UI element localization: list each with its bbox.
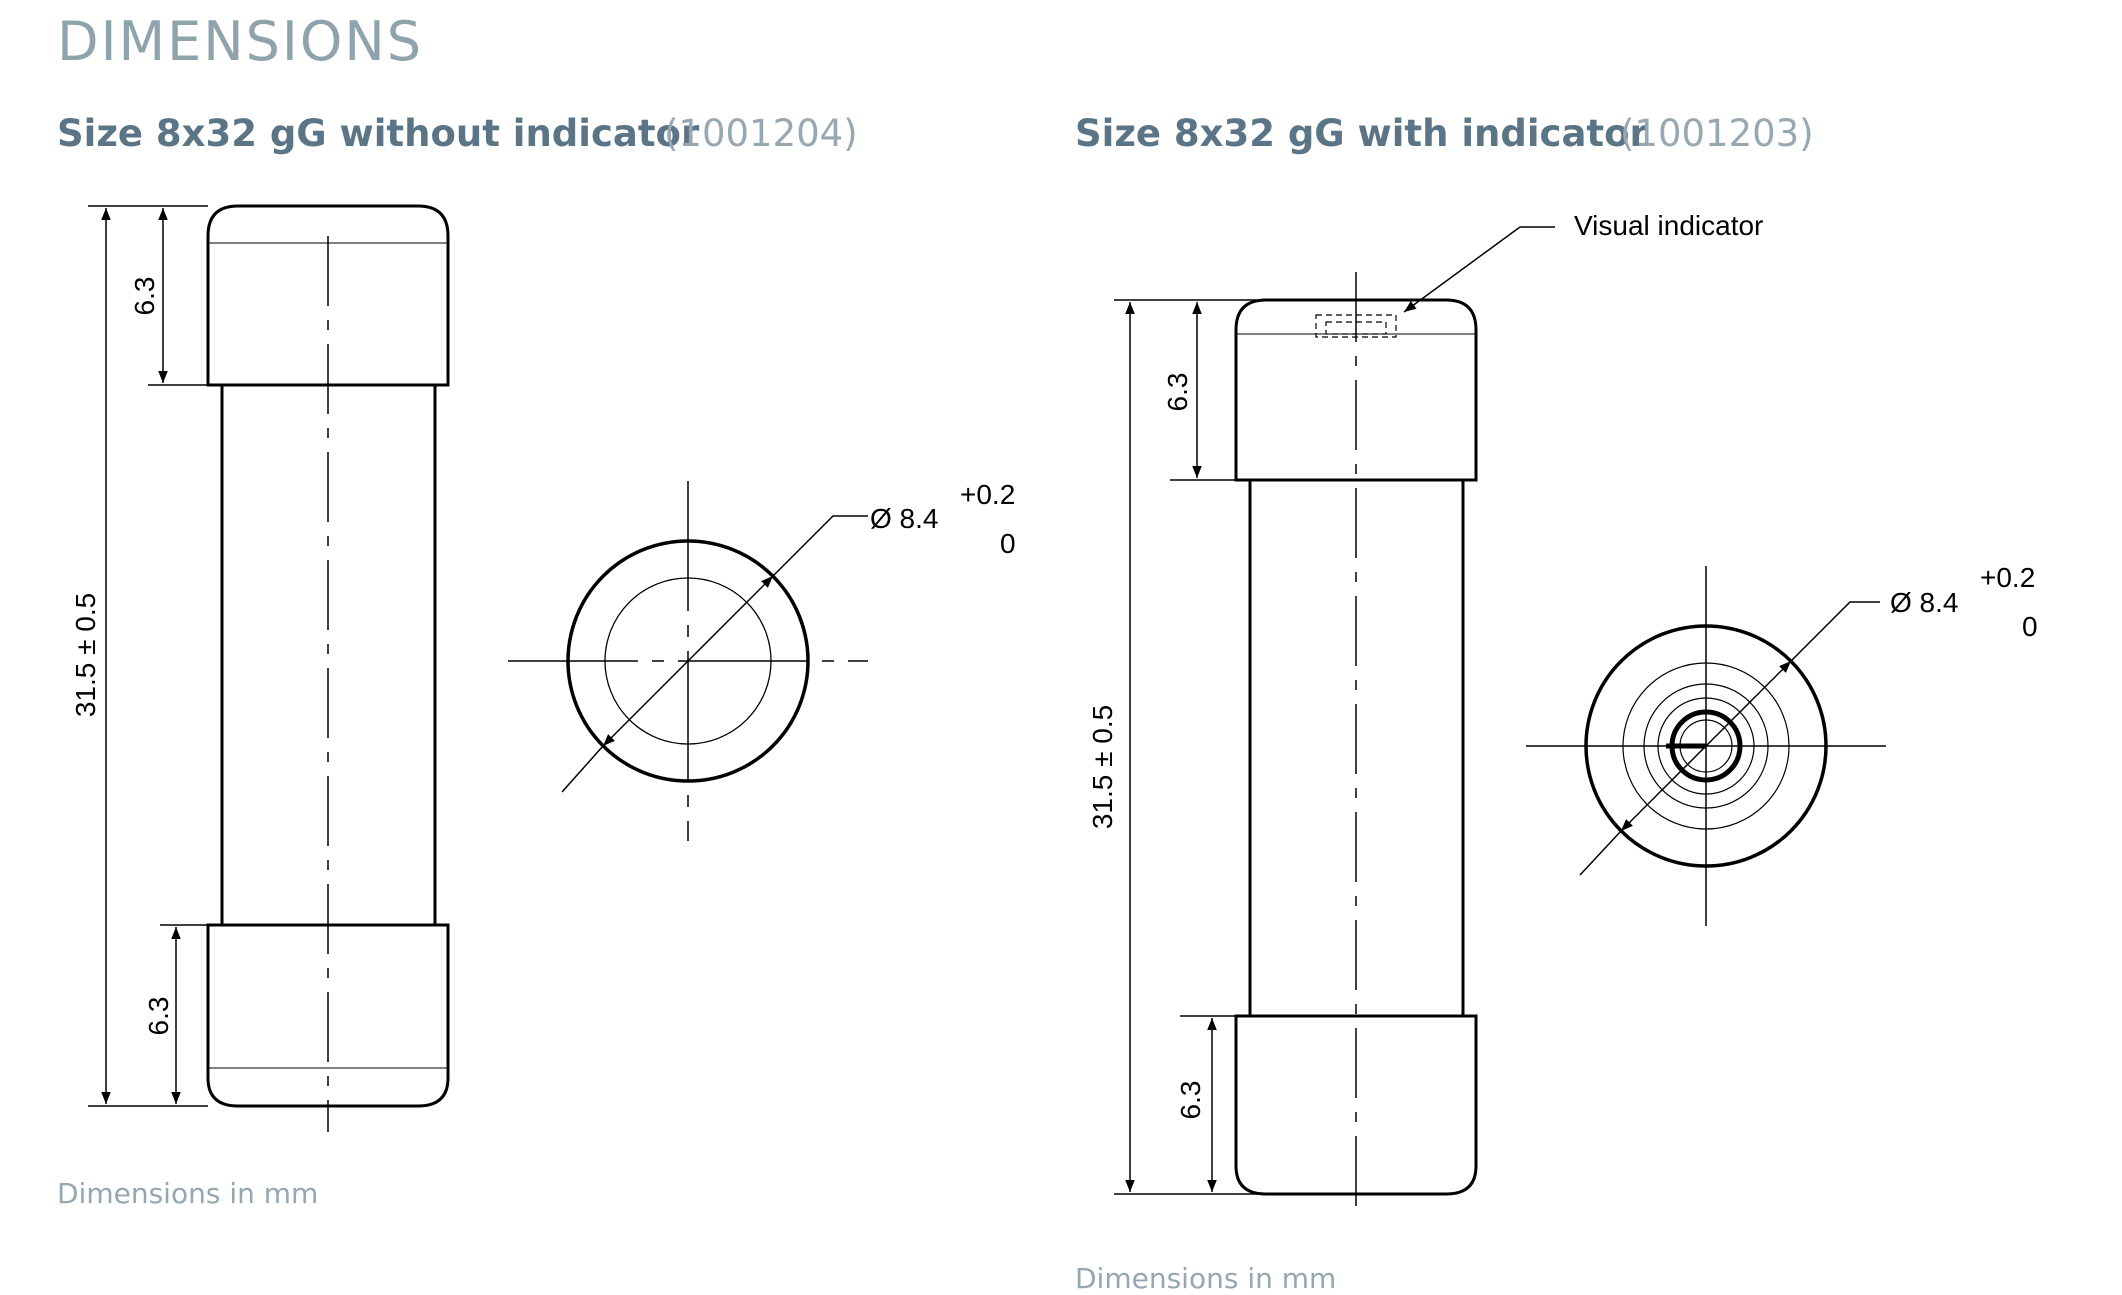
right-diameter-dim-line — [1620, 660, 1792, 832]
right-bottom-cap — [1234, 1014, 1478, 1196]
right-diameter-label: Ø 8.4 — [1890, 587, 1958, 618]
left-dimensions-note: Dimensions in mm — [57, 1177, 319, 1210]
left-diameter-dim-line — [602, 575, 774, 747]
indicator-callout — [1403, 226, 1555, 313]
indicator-callout-label: Visual indicator — [1574, 210, 1763, 241]
indicator-detail — [1315, 314, 1397, 338]
right-cap-top-label: 6.3 — [1162, 373, 1193, 412]
right-dimensions-note: Dimensions in mm — [1075, 1262, 1337, 1295]
right-fuse-side-view — [1234, 272, 1478, 1218]
right-length-label: 31.5 ± 0.5 — [1087, 705, 1118, 829]
left-tolerance-lower: 0 — [1000, 528, 1016, 559]
left-diameter-label: Ø 8.4 — [870, 503, 938, 534]
left-fuse-end-view — [508, 481, 868, 841]
right-tolerance-lower: 0 — [2022, 611, 2038, 642]
left-bottom-cap — [206, 923, 450, 1108]
left-length-label: 31.5 ± 0.5 — [70, 593, 101, 717]
right-part-number: (1001203) — [1620, 112, 1814, 155]
right-top-cap — [1234, 298, 1478, 482]
page-title: DIMENSIONS — [57, 10, 423, 73]
left-dimensions — [88, 205, 208, 1107]
left-part-number: (1001204) — [664, 112, 858, 155]
right-dimensions — [1114, 299, 1266, 1195]
left-cap-top-label: 6.3 — [129, 277, 160, 316]
left-section-title: Size 8x32 gG without indicator — [57, 112, 700, 155]
right-section-title: Size 8x32 gG with indicator — [1075, 112, 1648, 155]
left-fuse-side-view — [206, 204, 450, 1132]
right-tolerance-upper: +0.2 — [1980, 562, 2035, 593]
right-cap-bottom-label: 6.3 — [1175, 1081, 1206, 1120]
left-top-cap — [206, 204, 450, 387]
left-tolerance-upper: +0.2 — [960, 479, 1015, 510]
left-cap-bottom-label: 6.3 — [143, 997, 174, 1036]
right-fuse-end-view — [1526, 566, 1886, 926]
